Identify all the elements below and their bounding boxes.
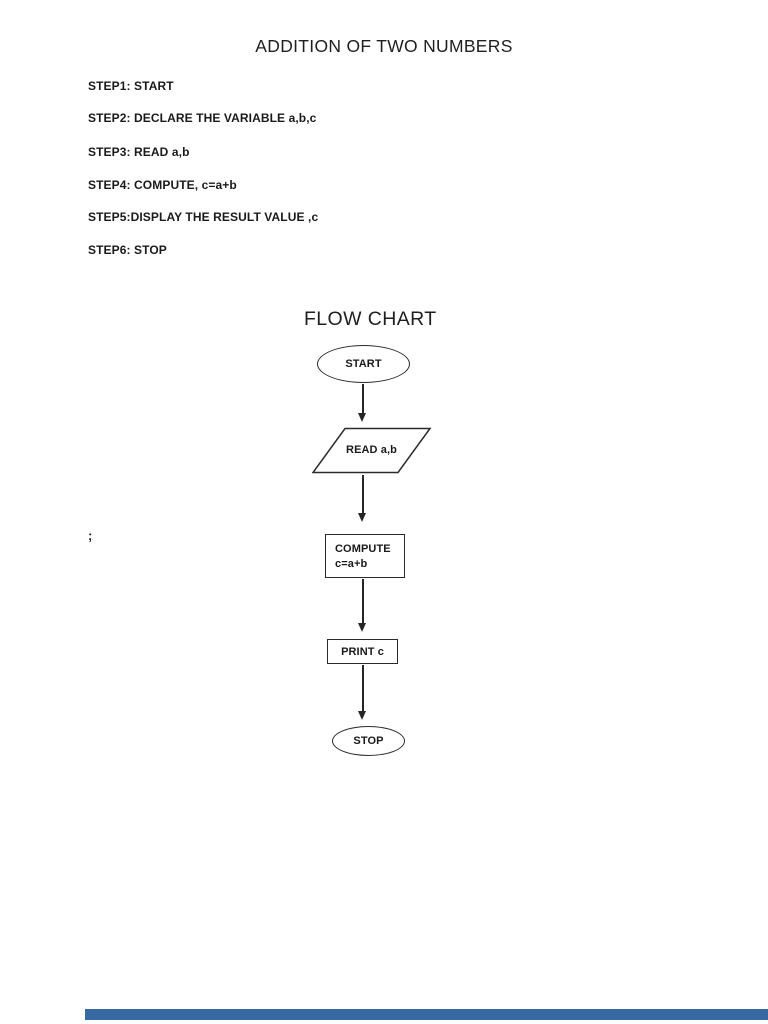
print-node-label: PRINT c — [341, 645, 384, 658]
start-node-label: START — [345, 358, 382, 370]
read-node-label: READ a,b — [346, 444, 397, 456]
page-title: ADDITION OF TWO NUMBERS — [255, 36, 513, 56]
flowchart-stop-node: STOP — [332, 726, 405, 756]
flowchart-compute-node: COMPUTE c=a+b — [325, 534, 405, 578]
flowchart-print-node: PRINT c — [327, 639, 398, 664]
algorithm-step-2: STEP2: DECLARE THE VARIABLE a,b,c — [88, 111, 317, 125]
algorithm-step-5: STEP5:DISPLAY THE RESULT VALUE ,c — [88, 210, 319, 224]
flowchart-read-node — [312, 427, 432, 474]
compute-node-label-line1: COMPUTE — [335, 542, 391, 555]
bottom-blue-bar — [85, 1009, 768, 1020]
algorithm-step-3: STEP3: READ a,b — [88, 145, 190, 159]
algorithm-step-1: STEP1: START — [88, 79, 174, 93]
stray-semicolon-text: ; — [88, 528, 93, 543]
algorithm-step-6: STEP6: STOP — [88, 243, 167, 257]
compute-node-label-line2: c=a+b — [335, 557, 368, 570]
flowchart-heading: FLOW CHART — [304, 308, 437, 330]
stop-node-label: STOP — [353, 735, 384, 747]
flowchart-start-node: START — [317, 345, 410, 383]
read-node-label-wrap: READ a,b — [330, 427, 413, 473]
algorithm-step-4: STEP4: COMPUTE, c=a+b — [88, 178, 237, 192]
